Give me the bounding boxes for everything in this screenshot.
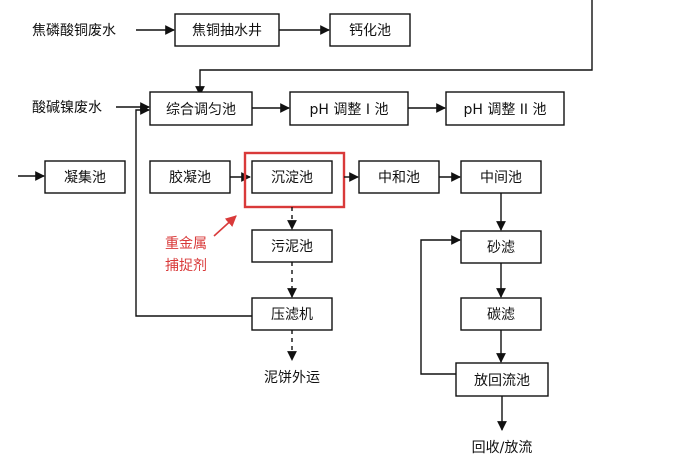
neutralization-tank-node: 中和池 [358,160,440,194]
annotation-line2: 捕捉剂 [165,258,207,274]
source-acid-nickel-label: 酸碱镍废水 [32,100,102,116]
neutralization-tank-label: 中和池 [378,170,420,186]
sedimentation-tank-node: 沉淀池 [251,160,333,194]
discharge-tank-node: 放回流池 [455,362,549,397]
carbon-filter-label: 碳滤 [487,307,515,323]
coagulation-tank-node: 胶凝池 [149,160,231,194]
sludge-tank-label: 污泥池 [271,239,313,255]
annotation-line1: 重金属 [165,236,207,252]
intermediate-tank-node: 中间池 [460,160,542,194]
equalization-tank-label: 综合调匀池 [166,102,236,118]
filter-press-node: 压滤机 [251,297,333,331]
equalization-tank-node: 综合调匀池 [149,91,253,126]
pump-well-label: 焦铜抽水井 [192,23,262,39]
ph2-tank-label: pH 调整 II 池 [463,102,546,118]
recycle-output-label: 回收/放流 [472,440,533,456]
sedimentation-tank-label: 沉淀池 [271,170,313,186]
sedimentation-highlight-box [243,151,346,209]
coagulation-tank-label: 胶凝池 [169,169,211,186]
ph2-tank-node: pH 调整 II 池 [445,91,565,126]
collection-tank-node: 凝集池 [44,160,126,194]
return-line-to-equalization [195,0,593,96]
carbon-filter-node: 碳滤 [460,297,542,331]
filtrate-return-line [135,105,252,317]
calcium-tank-node: 钙化池 [329,13,411,47]
ph1-tank-label: pH 调整 I 池 [310,102,389,118]
pump-well-node: 焦铜抽水井 [174,13,280,47]
intermediate-tank-label: 中间池 [480,170,522,186]
calcium-tank-label: 钙化池 [349,23,391,39]
collection-tank-label: 凝集池 [64,169,106,186]
discharge-tank-label: 放回流池 [474,373,530,389]
annotation-arrow [213,215,237,237]
sludge-tank-node: 污泥池 [251,229,333,263]
filter-press-label: 压滤机 [271,307,313,323]
source-pyro-wastewater-label: 焦磷酸铜废水 [32,23,116,39]
sludge-cake-label: 泥饼外运 [264,370,320,386]
backwash-return-line [420,235,461,375]
sand-filter-label: 砂滤 [487,240,515,256]
sand-filter-node: 砂滤 [460,230,542,264]
ph1-tank-node: pH 调整 I 池 [289,91,409,126]
